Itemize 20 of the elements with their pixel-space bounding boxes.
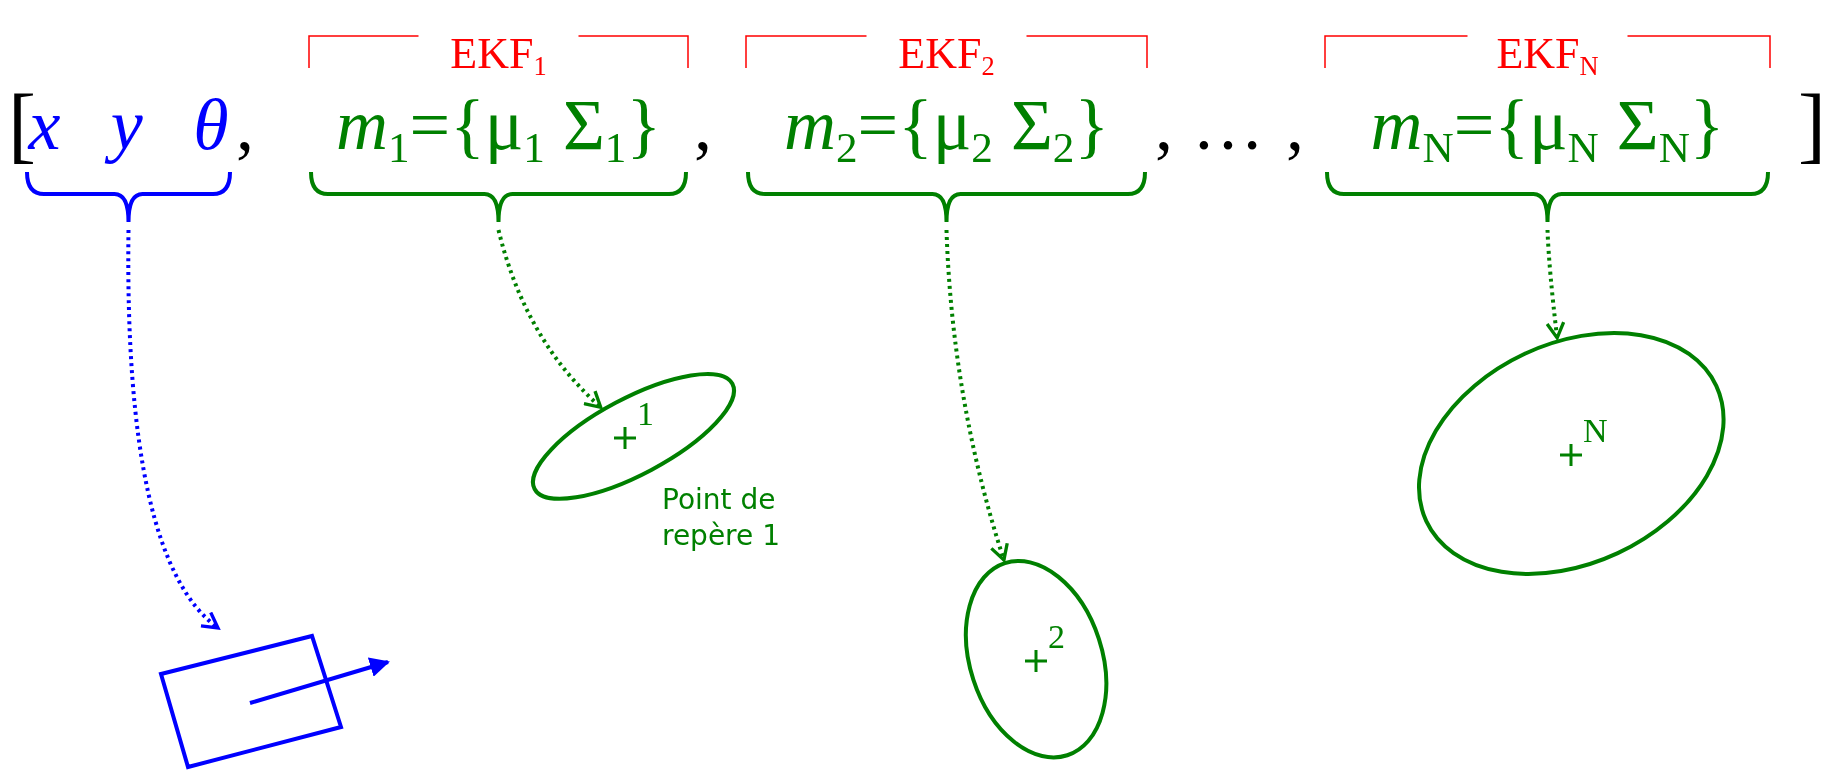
punctuation: , [1286,84,1304,167]
filter-label: EKF$_{N}$ [1496,30,1599,78]
dotted-arrow [1545,229,1566,340]
punctuation: … [1192,84,1264,167]
landmark-index: 2 [1048,619,1065,655]
punctuation: , [236,84,254,167]
filter-label: EKF$_{2}$ [898,30,995,78]
landmark-caption: Point de repère 1 [662,482,781,554]
dotted-arrow [496,229,603,409]
state-expression: m$_{1}$={μ$_{1}$ Σ$_{1}$} [336,84,661,170]
dotted-arrow [944,229,1010,562]
filter-label: EKF$_{1}$ [450,30,547,78]
punctuation: , [694,84,712,167]
landmark-index: N [1583,413,1608,449]
state-expression: m$_{2}$={μ$_{2}$ Σ$_{2}$} [784,84,1109,170]
punctuation: ] [1798,80,1826,170]
state-expression: m$_{N}$={μ$_{N}$ Σ$_{N}$} [1370,84,1725,170]
dotted-arrow [126,230,220,630]
landmark-index: 1 [637,396,654,432]
punctuation: , [1155,84,1173,167]
